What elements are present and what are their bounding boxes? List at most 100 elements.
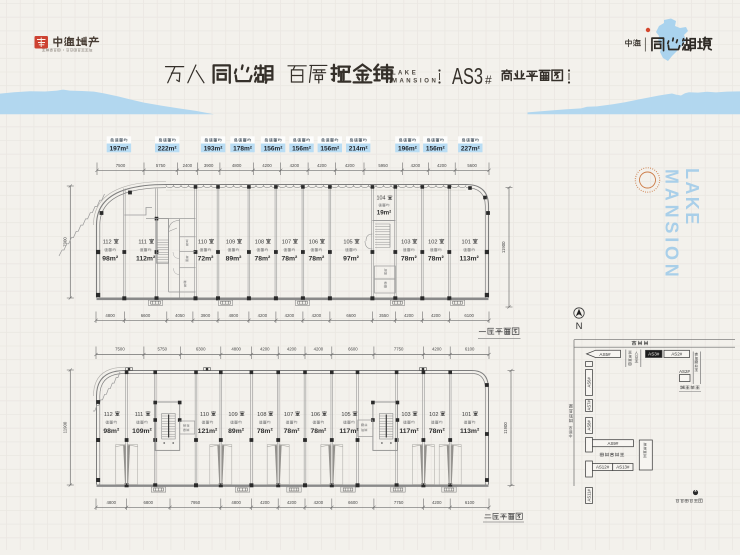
svg-text:5750: 5750 <box>156 163 166 168</box>
svg-text:78m²: 78m² <box>281 256 298 263</box>
svg-text:6600: 6600 <box>141 313 151 318</box>
svg-text:78m²: 78m² <box>401 256 418 263</box>
svg-text:AS3#: AS3# <box>648 352 660 357</box>
svg-text:78m²: 78m² <box>310 428 327 435</box>
svg-text:4200: 4200 <box>260 347 270 352</box>
svg-text:156m²: 156m² <box>320 146 340 153</box>
svg-text:2400: 2400 <box>183 163 193 168</box>
svg-text:113m²: 113m² <box>460 256 480 263</box>
svg-text:AS11#: AS11# <box>587 488 592 501</box>
svg-text:4800: 4800 <box>107 500 117 505</box>
svg-text:4200: 4200 <box>317 163 327 168</box>
svg-text:106: 106 <box>311 412 320 418</box>
svg-text:98m²: 98m² <box>103 428 120 435</box>
svg-text:4200: 4200 <box>411 163 421 168</box>
svg-text:106: 106 <box>309 240 318 246</box>
svg-text:7750: 7750 <box>394 347 404 352</box>
svg-text:3900: 3900 <box>204 163 214 168</box>
svg-text:6600: 6600 <box>348 500 358 505</box>
svg-text:108: 108 <box>257 412 266 418</box>
svg-text:4050: 4050 <box>175 313 185 318</box>
svg-text:19m²: 19m² <box>377 210 391 217</box>
svg-text:111: 111 <box>138 240 147 246</box>
svg-text:102: 102 <box>429 412 438 418</box>
svg-text:4200: 4200 <box>314 500 324 505</box>
svg-text:89m²: 89m² <box>226 256 243 263</box>
svg-text:6100: 6100 <box>464 313 474 318</box>
svg-text:3900: 3900 <box>201 313 211 318</box>
svg-text:6100: 6100 <box>465 500 475 505</box>
svg-text:108: 108 <box>255 240 264 246</box>
svg-text:6100: 6100 <box>465 347 475 352</box>
svg-text:98m²: 98m² <box>102 256 119 263</box>
svg-text:AS2#: AS2# <box>679 369 690 374</box>
svg-text:6600: 6600 <box>346 313 356 318</box>
svg-text:72m²: 72m² <box>198 256 215 263</box>
svg-text:103: 103 <box>401 412 410 418</box>
svg-text:4200: 4200 <box>258 313 268 318</box>
svg-text:AS12#: AS12# <box>596 465 610 470</box>
svg-text:5750: 5750 <box>157 347 167 352</box>
svg-text:11900: 11900 <box>63 421 68 433</box>
svg-text:4200: 4200 <box>287 347 297 352</box>
svg-text:107: 107 <box>284 412 293 418</box>
svg-text:4200: 4200 <box>404 313 414 318</box>
svg-text:4200: 4200 <box>432 500 442 505</box>
svg-text:4200: 4200 <box>312 313 322 318</box>
svg-text:78m²: 78m² <box>257 428 274 435</box>
svg-text:4800: 4800 <box>232 163 242 168</box>
svg-text:AS13#: AS13# <box>616 465 630 470</box>
svg-text:5600: 5600 <box>467 163 477 168</box>
svg-text:AS3: AS3 <box>452 63 483 89</box>
svg-text:4200: 4200 <box>437 163 447 168</box>
svg-text:78m²: 78m² <box>428 256 445 263</box>
svg-text:7500: 7500 <box>115 347 125 352</box>
svg-text:222m²: 222m² <box>158 146 178 153</box>
svg-text:156m²: 156m² <box>264 146 284 153</box>
svg-text:L A K E: L A K E <box>392 71 416 77</box>
svg-text:78m²: 78m² <box>254 256 271 263</box>
svg-text:11900: 11900 <box>503 422 508 434</box>
svg-text:193m²: 193m² <box>204 146 224 153</box>
svg-text:214m²: 214m² <box>349 146 369 153</box>
svg-text:197m²: 197m² <box>110 146 130 153</box>
svg-text:117m²: 117m² <box>339 428 359 435</box>
svg-text:89m²: 89m² <box>228 428 245 435</box>
svg-text:4200: 4200 <box>287 500 297 505</box>
svg-text:7900: 7900 <box>63 237 68 247</box>
svg-text:N: N <box>576 321 583 332</box>
svg-text:4200: 4200 <box>290 163 300 168</box>
svg-text:105: 105 <box>341 412 350 418</box>
svg-text:4200: 4200 <box>260 500 270 505</box>
svg-text:#: # <box>485 73 492 87</box>
svg-text:7500: 7500 <box>116 163 126 168</box>
svg-text:4800: 4800 <box>231 500 241 505</box>
svg-text:101: 101 <box>462 412 471 418</box>
svg-text:6600: 6600 <box>348 347 358 352</box>
svg-text:4200: 4200 <box>314 347 324 352</box>
svg-text:196m²: 196m² <box>398 146 418 153</box>
svg-text:102: 102 <box>428 240 437 246</box>
svg-text:AS7#: AS7# <box>587 400 592 411</box>
svg-text:227m²: 227m² <box>461 146 481 153</box>
svg-text:121m²: 121m² <box>198 428 218 435</box>
svg-text:156m²: 156m² <box>426 146 446 153</box>
svg-text:7750: 7750 <box>394 500 404 505</box>
svg-text:M A N S I O N: M A N S I O N <box>392 79 436 85</box>
svg-text:78m²: 78m² <box>429 428 446 435</box>
svg-text:AS9#: AS9# <box>608 441 619 446</box>
svg-text:110: 110 <box>198 240 207 246</box>
svg-text:109: 109 <box>228 412 237 418</box>
svg-text:4200: 4200 <box>431 313 441 318</box>
svg-text:4800: 4800 <box>231 347 241 352</box>
svg-text:4200: 4200 <box>262 163 272 168</box>
svg-text:4800: 4800 <box>105 313 115 318</box>
svg-text:78m²: 78m² <box>284 428 301 435</box>
svg-text:AS5#: AS5# <box>599 352 611 357</box>
svg-text:113m²: 113m² <box>460 428 480 435</box>
svg-text:105: 105 <box>343 240 352 246</box>
svg-text:AS6#: AS6# <box>587 377 592 388</box>
svg-text:4200: 4200 <box>345 163 355 168</box>
svg-text:109: 109 <box>226 240 235 246</box>
svg-text:AS2#: AS2# <box>671 352 682 357</box>
